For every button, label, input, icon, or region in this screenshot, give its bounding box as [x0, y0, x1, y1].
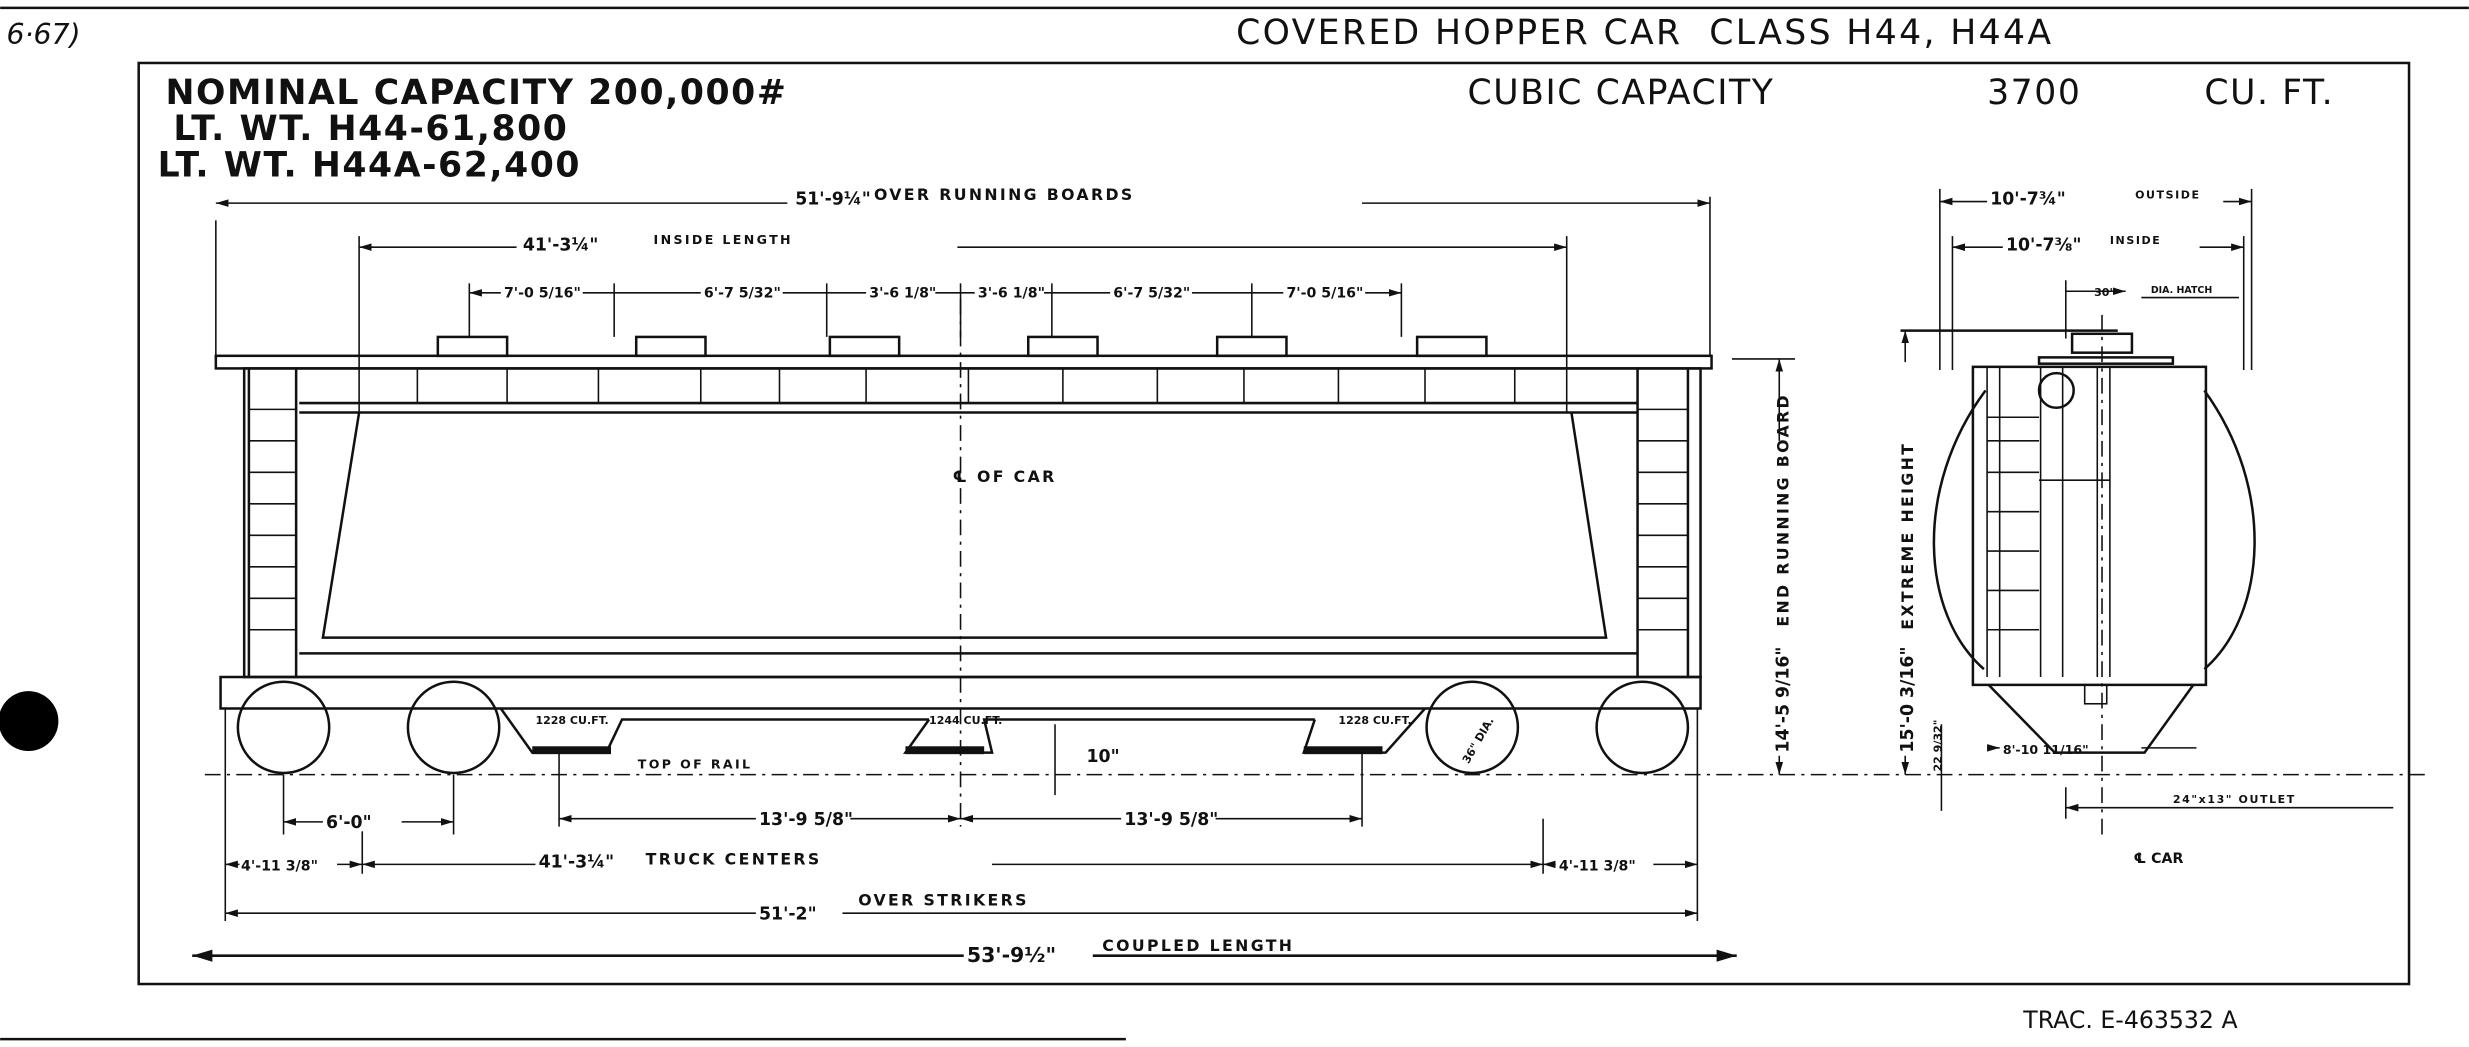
hopper-capacity: 1228 CU.FT. [535, 714, 608, 727]
hatch-diameter-value: 30" [2094, 286, 2115, 299]
end-running-board-label: END RUNNING BOARD [1774, 393, 1793, 627]
inside-width-label: INSIDE [2110, 234, 2161, 247]
cubic-capacity-value: 3700 [1987, 73, 2081, 113]
end-running-board-value: 14'-5 9/16" [1774, 647, 1794, 753]
hatch-spacing: 6'-7 5/32" [1113, 286, 1190, 302]
outlet-width: 8'-10 11/16" [2003, 742, 2089, 757]
ladder-right [1636, 368, 1690, 678]
outlet-size: 24"x13" OUTLET [2173, 793, 2296, 806]
inside-length-label: INSIDE LENGTH [654, 232, 793, 247]
ladder-left [247, 368, 298, 678]
hatch-spacing-dimensions: 7'-0 5/16" 6'-7 5/32" 3'-6 1/8" 3'-6 1/8… [500, 278, 1366, 302]
outlet-hopper-end [1987, 683, 2195, 754]
inside-width-value: 10'-7⅜" [2006, 235, 2082, 255]
hatch-spacing: 3'-6 1/8" [978, 286, 1045, 302]
over-running-boards-label: OVER RUNNING BOARDS [874, 185, 1135, 204]
drawing-frame [137, 61, 2411, 986]
hopper-offset: 13'-9 5/8" [759, 810, 853, 830]
hatch [634, 335, 707, 358]
light-weight-h44a: LT. WT. H44A-62,400 [158, 145, 582, 185]
hatch-spacing: 6'-7 5/32" [704, 286, 781, 302]
rail-clearance: 10" [1087, 747, 1120, 767]
side-view: 1228 CU.FT. 1244 CU.FT. 1228 CU.FT. 36" … [192, 185, 2425, 967]
wheel [1595, 680, 1690, 775]
hatch-spacing: 3'-6 1/8" [869, 286, 936, 302]
hatch-handwheel [2037, 371, 2075, 410]
outside-width-label: OUTSIDE [2135, 188, 2201, 201]
cubic-capacity-label: CUBIC CAPACITY [1468, 73, 1775, 113]
hatch-diameter-label: DIA. HATCH [2151, 285, 2213, 296]
running-board-end [2037, 356, 2175, 365]
running-board [214, 354, 1713, 370]
hopper-offset: 13'-9 5/8" [1124, 810, 1218, 830]
inside-length-value: 41'-3¼" [523, 235, 599, 255]
sheet-reference: 6·67) [6, 18, 80, 51]
top-of-rail-label: TOP OF RAIL [638, 756, 753, 771]
hatches [436, 335, 1488, 358]
hopper-center [902, 718, 1315, 754]
light-weight-h44: LT. WT. H44-61,800 [173, 109, 568, 149]
coupled-length-label: COUPLED LENGTH [1102, 936, 1294, 955]
wheel [1425, 680, 1520, 775]
hatch [1026, 335, 1099, 358]
centerline-label: ℄ OF CAR [953, 467, 1057, 486]
end-overhang: 4'-11 3/8" [1559, 859, 1636, 875]
over-strikers-label: OVER STRIKERS [858, 890, 1029, 909]
end-centerline-label: ℄ CAR [2134, 851, 2184, 867]
outlet-height: 22 9/32" [1931, 720, 1944, 772]
over-strikers-value: 51'-2" [759, 904, 817, 924]
extreme-height-value: 15'-0 3/16" [1898, 647, 1918, 753]
drawing-title: COVERED HOPPER CAR CLASS H44, H44A [1236, 13, 2053, 53]
hatch [1415, 335, 1488, 358]
wheel-diameter: 36" DIA. [1460, 715, 1497, 766]
nominal-capacity: NOMINAL CAPACITY 200,000# [165, 73, 787, 113]
punch-hole [0, 691, 59, 751]
hatch [1215, 335, 1288, 358]
truck-centers-value: 41'-3¼" [539, 853, 615, 873]
wheel [236, 680, 331, 775]
end-overhang: 4'-11 3/8" [241, 859, 318, 875]
over-running-boards-value: 51'-9¼" [795, 190, 870, 210]
truck-wheelbase: 6'-0" [326, 813, 372, 833]
hatch [828, 335, 901, 358]
hopper-capacity: 1244 CU.FT. [929, 714, 1002, 727]
hatch-spacing: 7'-0 5/16" [504, 286, 581, 302]
hatch [436, 335, 509, 358]
car-body [242, 367, 1702, 679]
hopper-capacity: 1228 CU.FT. [1338, 714, 1411, 727]
extreme-height-label: EXTREME HEIGHT [1898, 442, 1917, 630]
outside-width-value: 10'-7¾" [1990, 190, 2066, 210]
truck-centers-label: TRUCK CENTERS [646, 849, 822, 868]
hatch-spacing: 7'-0 5/16" [1286, 286, 1363, 302]
car-end-body [1971, 365, 2208, 687]
end-view: 10'-7¾" OUTSIDE 10'-7⅜" INSIDE 30" DIA. … [1892, 185, 2394, 867]
cubic-capacity-unit: CU. FT. [2204, 73, 2334, 113]
coupled-length-value: 53'-9½" [967, 943, 1056, 967]
wheel [406, 680, 501, 775]
tracing-number: TRAC. E-463532 A [2022, 1006, 2237, 1034]
